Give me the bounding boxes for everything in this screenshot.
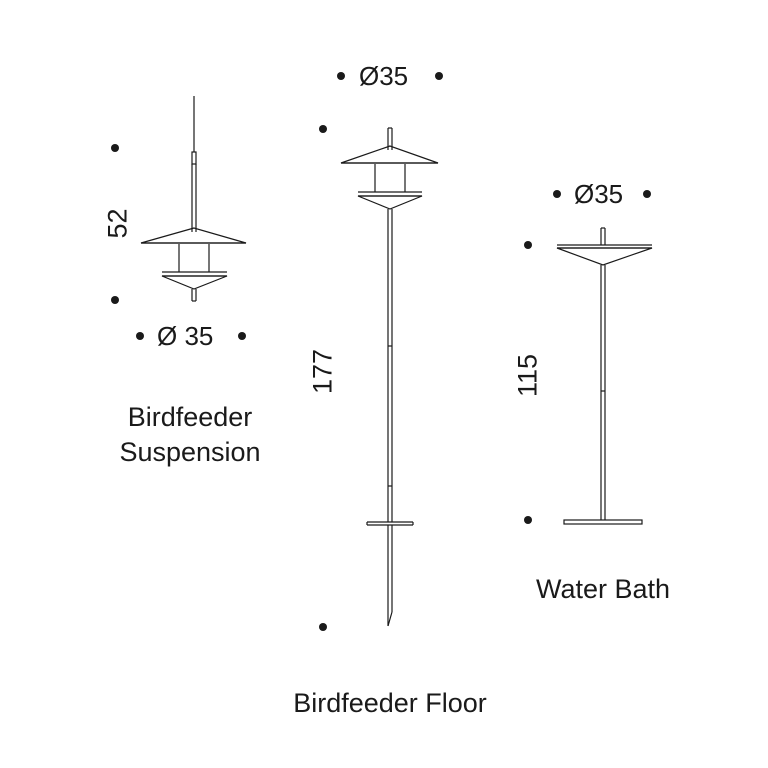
suspension-diameter-right-marker: [238, 332, 246, 340]
suspension-name-line1: Birdfeeder: [127, 402, 253, 432]
bath-diameter-right-marker: [643, 190, 651, 198]
floor-height-top-marker: [319, 125, 327, 133]
bath-height-bottom-marker: [524, 516, 532, 524]
bath-diameter-label: Ø35: [574, 179, 624, 209]
floor-name: Birdfeeder Floor: [293, 688, 487, 718]
floor-diameter-label: Ø35: [359, 61, 409, 91]
suspension-tray: [161, 275, 228, 290]
bath-basin: [556, 247, 653, 266]
suspension-height-top-marker: [111, 144, 119, 152]
floor-diameter-right-marker: [435, 72, 443, 80]
bath-base-plate: [563, 519, 643, 525]
suspension-height-bottom-marker: [111, 296, 119, 304]
suspension-diameter-label: Ø 35: [157, 321, 214, 351]
floor-height-bottom-marker: [319, 623, 327, 631]
suspension-name-line2: Suspension: [119, 437, 261, 467]
bath-name: Water Bath: [535, 574, 671, 604]
floor-diameter-left-marker: [337, 72, 345, 80]
bath-height-top-marker: [524, 241, 532, 249]
floor-tray: [357, 195, 423, 210]
bath-diameter-left-marker: [553, 190, 561, 198]
suspension-connector: [191, 151, 197, 165]
suspension-diameter-left-marker: [136, 332, 144, 340]
